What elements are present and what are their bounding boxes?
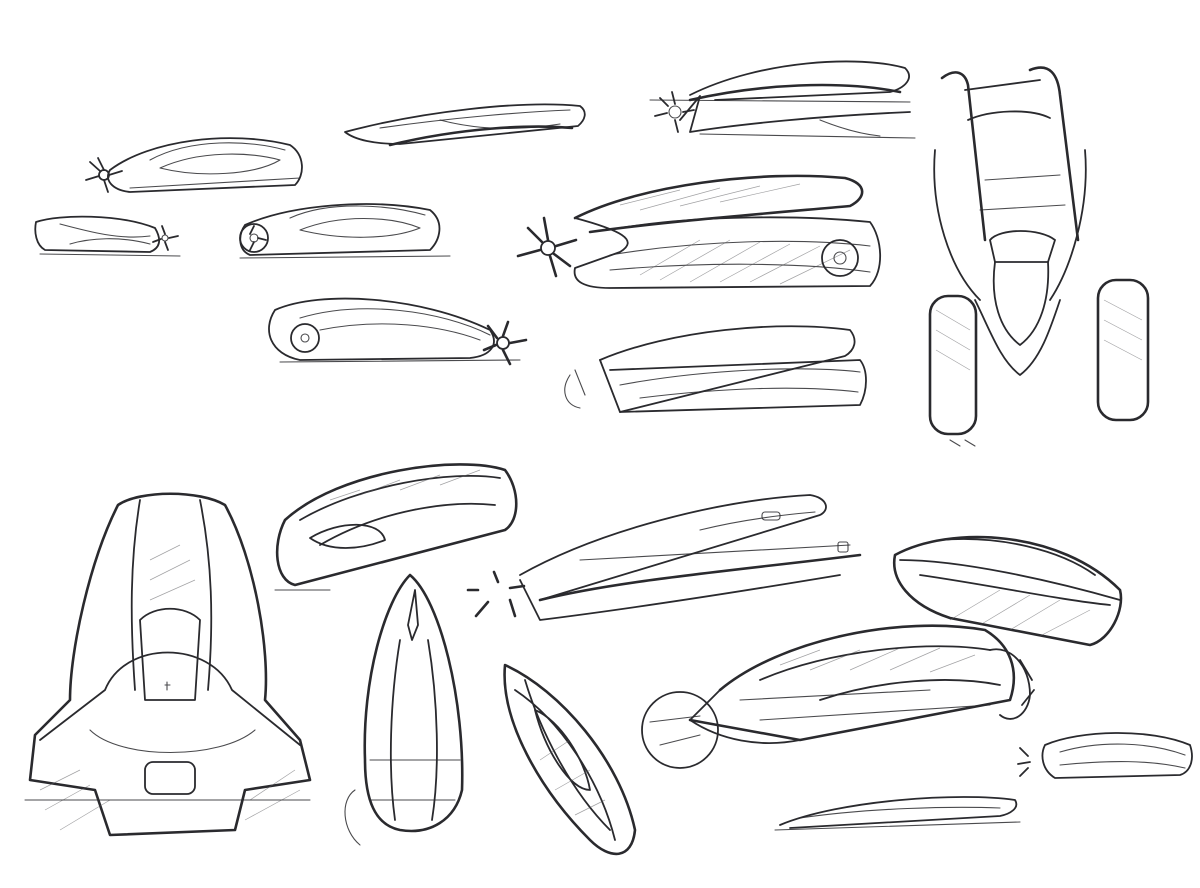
car-sketch-bullet-pod xyxy=(892,535,1123,647)
car-sketch-canopy xyxy=(274,463,518,591)
car-sketch-perspective-large xyxy=(641,624,1035,769)
car-sketch-slim-top-right xyxy=(649,60,916,139)
fan-wheel-icon xyxy=(85,157,123,193)
fan-wheel-icon xyxy=(654,91,695,133)
fan-wheel-icon xyxy=(466,570,526,618)
car-sketch-leaf-pod xyxy=(503,663,637,856)
car-sketch-large-side xyxy=(516,174,882,289)
fan-wheel-icon xyxy=(239,223,269,253)
speedboat-sketch-top xyxy=(344,103,586,147)
car-sketch-low-sports xyxy=(1017,732,1193,779)
car-sketch-side-small-1 xyxy=(85,137,303,193)
fan-wheel-icon xyxy=(482,320,528,366)
car-sketch-top-view-large xyxy=(24,492,312,837)
car-sketch-pod-side xyxy=(268,297,528,366)
car-sketch-side-small-2 xyxy=(34,215,181,257)
car-sketch-side-small-3 xyxy=(239,203,451,259)
car-sketch-top-view-slim xyxy=(344,573,464,846)
car-sketch-wedge xyxy=(564,325,867,413)
fan-wheel-icon xyxy=(1017,747,1031,777)
car-sketch-long-racer xyxy=(466,494,862,621)
fan-wheel-icon xyxy=(152,225,179,251)
fan-wheel-icon xyxy=(516,216,578,278)
car-sketch-speed-lines xyxy=(774,796,1021,831)
car-sketch-front-view xyxy=(928,66,1150,447)
